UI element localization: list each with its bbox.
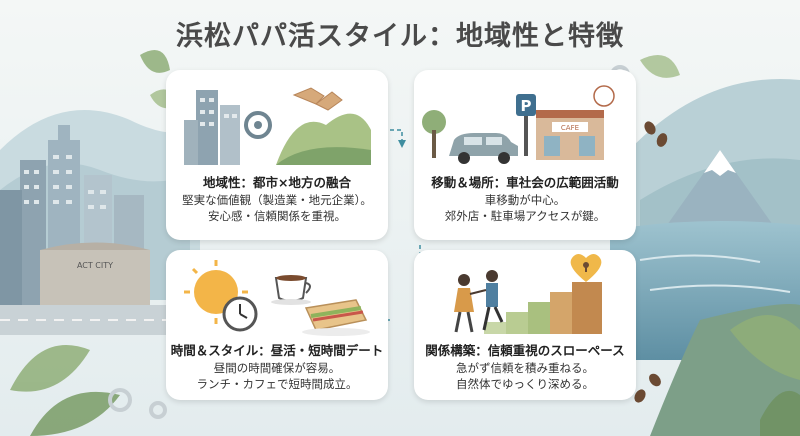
- coffee-bubble-icon: [593, 85, 615, 107]
- gear-icon: [244, 111, 272, 139]
- car-icon: [449, 133, 518, 156]
- card-line: 車移動が中心。: [484, 193, 566, 207]
- cafe-sign: CAFE: [561, 124, 579, 132]
- card-title: 移動＆場所：車社会の広範囲活動: [431, 175, 619, 190]
- coffee-cup-icon: [271, 275, 311, 305]
- card-line: 郊外店・駐車場アクセスが鍵。: [444, 209, 606, 223]
- card-relationship: 関係構築：信頼重視のスローペース 急がず信頼を積み重ねる。 自然体でゆっくり深め…: [414, 250, 636, 400]
- card-line: 昼間の時間確保が容易。: [213, 361, 341, 375]
- city-rural-illustration: [184, 87, 371, 165]
- sandwich-icon: [302, 299, 370, 336]
- card-line: 堅実な価値観（製造業・地元企業）。: [182, 193, 372, 207]
- card-body: 急がず信頼を積み重ねる。 自然体でゆっくり深める。: [414, 360, 636, 392]
- card-time-style: 時間＆スタイル：昼活・短時間デート 昼間の時間確保が容易。 ランチ・カフェで短時…: [166, 250, 388, 400]
- card-body: 堅実な価値観（製造業・地元企業）。 安心感・信頼関係を重視。: [166, 192, 388, 224]
- card-line: 自然体でゆっくり深める。: [456, 377, 594, 391]
- card-regional-character: 地域性：都市×地方の融合 堅実な価値観（製造業・地元企業）。 安心感・信頼関係を…: [166, 70, 388, 240]
- page-title: 浜松パパ活スタイル：地域性と特徴: [176, 21, 624, 52]
- card-title: 時間＆スタイル：昼活・短時間デート: [170, 343, 384, 358]
- left-city: ACT CITY: [0, 125, 200, 335]
- stairs-heart-lock-illustration: [454, 254, 602, 334]
- handshake-icon: [292, 87, 343, 111]
- mount-fuji: [660, 150, 780, 235]
- card-body: 昼間の時間確保が容易。 ランチ・カフェで短時間成立。: [166, 360, 388, 392]
- act-city-sign: ACT CITY: [77, 261, 113, 270]
- card-title: 地域性：都市×地方の融合: [203, 175, 351, 190]
- card-line: ランチ・カフェで短時間成立。: [196, 377, 358, 391]
- decor-leaves: [10, 50, 800, 436]
- sun-clock-lunch-illustration: [184, 260, 370, 336]
- card-line: 急がず信頼を積み重ねる。: [456, 361, 594, 375]
- parking-sign-letter: P: [521, 97, 532, 115]
- couple-walking: [454, 270, 504, 333]
- card-line: 安心感・信頼関係を重視。: [208, 209, 346, 223]
- card-title: 関係構築：信頼重視のスローペース: [425, 343, 625, 358]
- heart-lock-icon: [570, 254, 602, 282]
- card-mobility-place: P CAFE 移動＆場所：車社会の広範囲活動 車移動が中心。 郊外店・駐車場アク…: [414, 70, 636, 240]
- parking-sign-icon: [516, 94, 536, 116]
- stairs: [484, 282, 602, 334]
- card-body: 車移動が中心。 郊外店・駐車場アクセスが鍵。: [414, 192, 636, 224]
- clock-icon: [222, 296, 258, 332]
- car-cafe-illustration: P CAFE: [422, 85, 615, 164]
